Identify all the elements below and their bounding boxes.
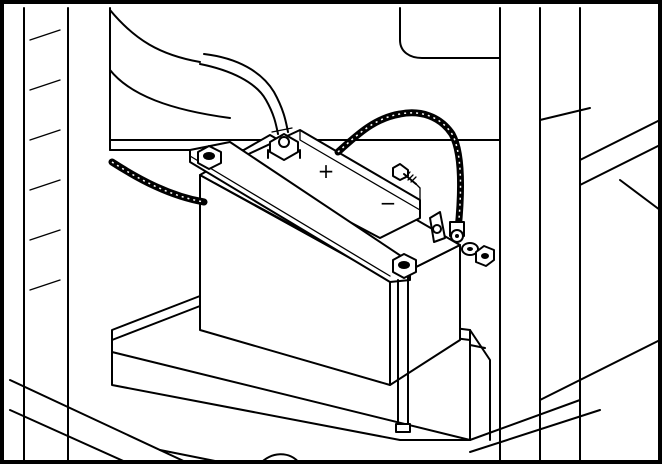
hold-down-nut-front: [392, 253, 417, 279]
positive-terminal: [267, 133, 301, 161]
rear-housing-panel: [109, 7, 501, 151]
floor-rails: [9, 379, 601, 464]
hold-down-nut-rear: [197, 145, 222, 170]
positive-cable: [199, 53, 293, 135]
terminal-bolt: [392, 163, 421, 211]
terminal-washer: [461, 242, 479, 256]
hold-down-bar: [189, 141, 411, 433]
negative-terminal: [429, 211, 446, 243]
ground-cable: [108, 158, 208, 206]
negative-terminal-label: −: [380, 191, 397, 215]
right-frame-post: [499, 7, 661, 464]
left-frame-post: [23, 7, 111, 464]
positive-terminal-label: +: [318, 159, 335, 183]
negative-cable: [334, 109, 465, 243]
terminal-nut: [475, 245, 495, 267]
